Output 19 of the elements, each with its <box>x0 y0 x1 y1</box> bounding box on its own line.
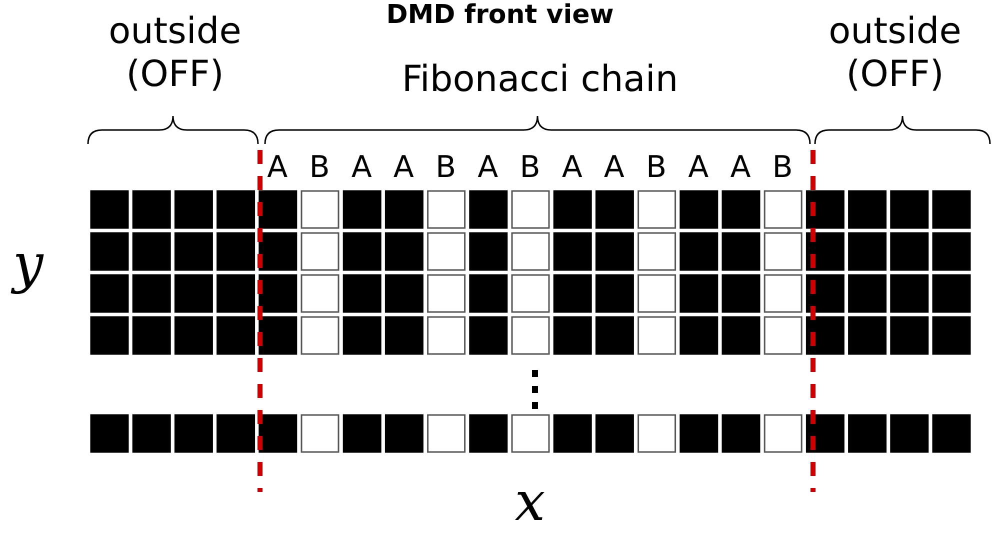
axis-label: y <box>10 232 45 297</box>
cell-letter: B <box>434 150 458 186</box>
cell-letter: A <box>350 150 373 186</box>
axis-label: x <box>514 470 546 535</box>
cell-letter: A <box>687 150 710 186</box>
cell-letter: B <box>308 150 331 186</box>
cell-letter: A <box>476 150 500 186</box>
cell-letter: A <box>602 150 626 186</box>
cell-letter: A <box>392 150 415 186</box>
region-label: Fibonacci chain <box>400 58 680 102</box>
cell-letter: A <box>266 150 289 186</box>
cell-letter: A <box>729 150 752 186</box>
cell-letter: A <box>560 150 584 186</box>
cell-letter: B <box>518 150 542 186</box>
cell-letter: B <box>771 150 794 186</box>
title: DMD front view <box>385 0 615 32</box>
region-label: outside (OFF) <box>828 10 962 96</box>
region-label: outside (OFF) <box>108 10 242 96</box>
cell-letter: B <box>645 150 668 186</box>
